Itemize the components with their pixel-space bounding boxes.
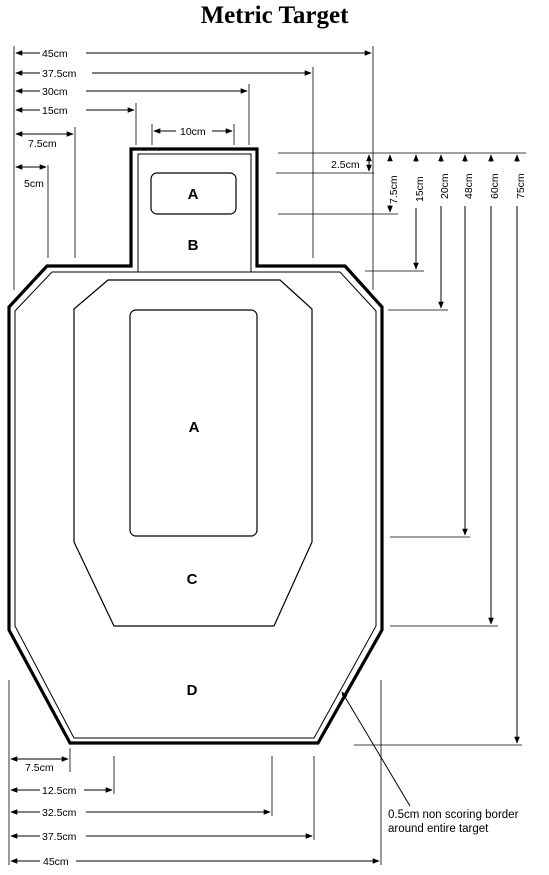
right-dimensions: 2.5cm 7.5cm 15cm 20cm 48cm 60cm 75cm	[276, 152, 527, 746]
zone-label-body-a: A	[189, 419, 200, 436]
c-zone-outline	[73, 279, 313, 627]
dim-top-30: 30cm	[42, 86, 68, 98]
dim-bottom-45: 45cm	[43, 856, 69, 868]
border-note-line2: around entire target	[388, 823, 489, 835]
bottom-dimensions: 7.5cm 12.5cm 32.5cm 37.5cm 45cm	[8, 680, 382, 868]
dim-bottom-12-5: 12.5cm	[42, 785, 77, 797]
border-callout-leader	[341, 691, 411, 807]
zone-label-head-a: A	[188, 186, 199, 203]
dim-right-75: 75cm	[515, 173, 527, 199]
zone-label-body-c: C	[187, 571, 198, 588]
dim-bottom-7-5: 7.5cm	[25, 762, 54, 774]
dim-right-20: 20cm	[439, 173, 451, 199]
dim-bottom-37-5: 37.5cm	[42, 831, 77, 843]
dim-top-37-5: 37.5cm	[42, 68, 77, 80]
dim-right-7-5: 7.5cm	[388, 175, 400, 204]
head-a-zone	[150, 172, 237, 215]
page-title: Metric Target	[200, 2, 349, 29]
zone-label-head-b: B	[188, 237, 199, 254]
dim-right-2-5: 2.5cm	[331, 159, 360, 171]
dim-right-48: 48cm	[463, 173, 475, 199]
body-a-zone	[129, 309, 258, 537]
dim-top-10: 10cm	[180, 126, 206, 138]
dim-top-5: 5cm	[24, 178, 44, 190]
dim-top-15: 15cm	[42, 105, 68, 117]
dim-right-60: 60cm	[489, 173, 501, 199]
border-note-line1: 0.5cm non scoring border	[388, 809, 519, 821]
dim-right-15: 15cm	[414, 176, 426, 202]
dim-bottom-32-5: 32.5cm	[42, 807, 77, 819]
top-dimensions: 45cm 37.5cm 30cm 15cm 10cm 7.5cm 5cm	[13, 46, 374, 290]
dim-top-45: 45cm	[42, 48, 68, 60]
target-outer-outline	[7, 147, 384, 745]
zone-label-body-d: D	[187, 682, 198, 699]
dim-top-7-5: 7.5cm	[28, 138, 57, 150]
